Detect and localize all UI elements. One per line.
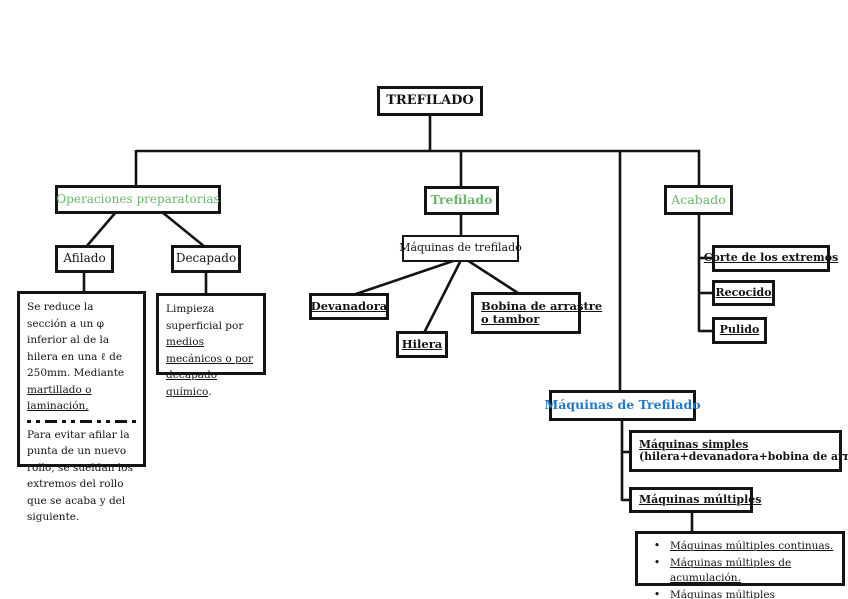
node-trefilado-root: TREFILADO [377, 86, 483, 116]
dash-dot-divider [27, 419, 136, 423]
afilado-note-part2: Para evitar afilar la punta de un nuevo … [27, 428, 133, 524]
list-item: • Máquinas múltiples de acumulación. [644, 555, 836, 587]
node-maquinas-multiples: Máquinas múltiples [629, 487, 761, 513]
node-afilado: Afilado [55, 245, 114, 273]
decapado-note-prefix: Limpieza superficial por [166, 303, 244, 332]
afilado-note-part1-text: Se reduce la sección a un φ inferior al … [27, 301, 125, 379]
decapado-note-underlined: medios mecánicos o por decapado químico [166, 336, 254, 398]
bullet-icon: • [653, 587, 661, 599]
maquinas-simples-detail: (hilera+devanadora+bobina de arrastre) [639, 450, 848, 463]
maquinas-multiples-list: • Máquinas múltiples continuas. • Máquin… [635, 531, 845, 599]
node-bobina-de-arrastre: Bobina de arrastre o tambor [471, 292, 602, 334]
list-item-label: Máquinas múltiples continuas. [670, 540, 834, 552]
node-operaciones-preparatorias: Operaciones preparatorias [55, 185, 221, 214]
afilado-note-part1: Se reduce la sección a un φ inferior al … [27, 299, 136, 415]
node-maquinas-simples: Máquinas simples (hilera+devanadora+bobi… [629, 430, 848, 472]
node-corte-de-los-extremos: Corte de los extremos [704, 245, 838, 272]
list-item-label: Máquinas múltiples de acumulación. [670, 556, 792, 585]
bobina-line1: Bobina de arrastre [481, 298, 603, 313]
afilado-note-part1-underlined: martillado o laminación, [27, 383, 92, 413]
node-trefilado: Trefilado [424, 186, 499, 215]
maquinas-simples-title: Máquinas simples [639, 437, 749, 451]
node-maquinas-de-trefilado-main: Máquinas de Trefilado [544, 390, 701, 421]
decapado-description-note: Limpieza superficial por medios mecánico… [156, 293, 266, 398]
node-recocido: Recocido [712, 280, 775, 306]
node-maquinas-de-trefilado: Máquinas de trefilado [399, 235, 522, 262]
node-acabado: Acabado [664, 185, 733, 215]
list-item-label: Máquinas múltiples compensadas. [670, 588, 775, 599]
bobina-line2: o tambor [481, 312, 540, 326]
list-item: • Máquinas múltiples continuas. [644, 538, 836, 555]
node-hilera: Hilera [396, 331, 448, 358]
bullet-icon: • [653, 539, 661, 552]
bullet-icon: • [653, 555, 661, 569]
node-pulido: Pulido [712, 317, 767, 344]
afilado-description-note: Se reduce la sección a un φ inferior al … [17, 291, 146, 523]
list-item: • Máquinas múltiples compensadas. [644, 587, 836, 599]
node-devanadora: Devanadora [309, 293, 389, 320]
decapado-note-suffix: . [208, 385, 212, 398]
node-decapado: Decapado [171, 245, 241, 273]
